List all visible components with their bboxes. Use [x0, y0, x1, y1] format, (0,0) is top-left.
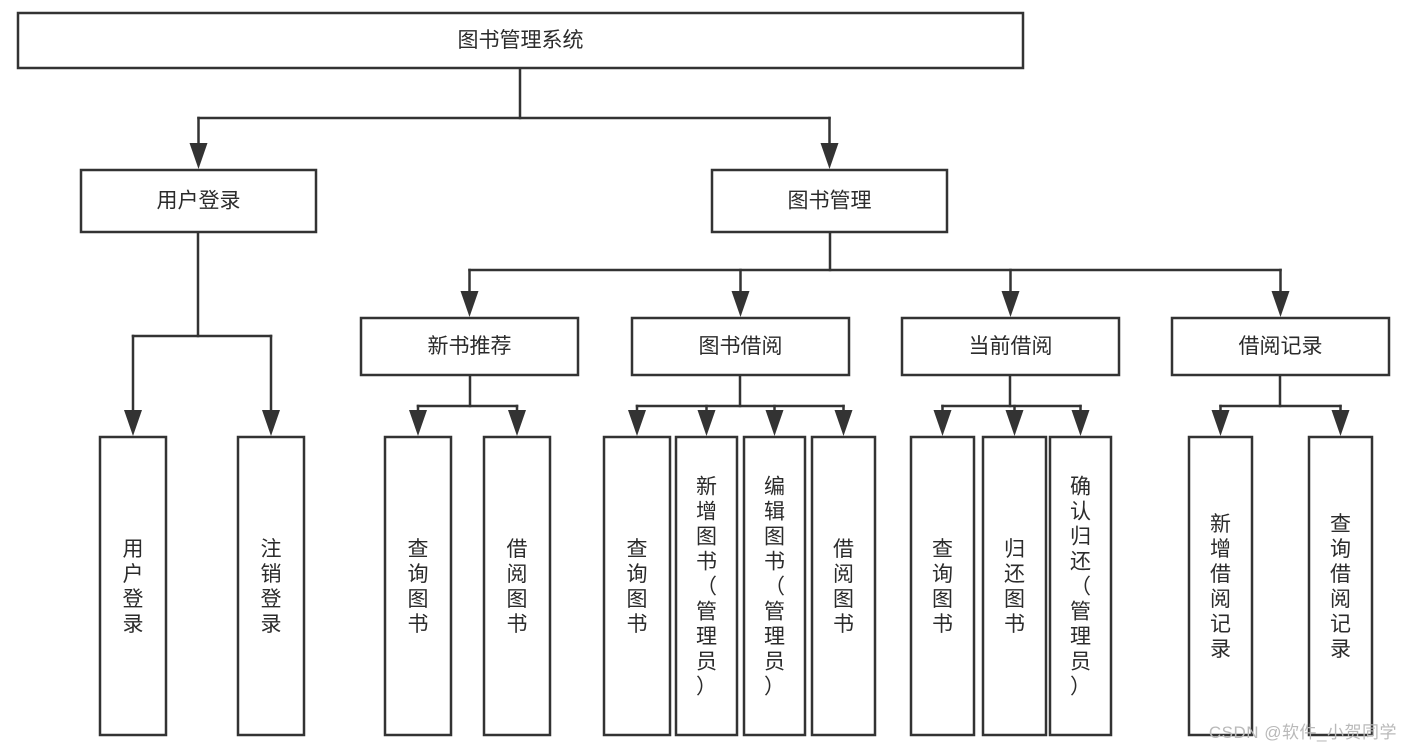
- node-label: 图书借阅: [699, 335, 783, 358]
- node-box[interactable]: [810, 435, 877, 737]
- node-label: 图书管理: [788, 190, 872, 213]
- node-box[interactable]: [236, 435, 306, 737]
- node-leaf-query-book-2[interactable]: 查询图书: [602, 435, 672, 737]
- node-label: 查询图书: [408, 538, 429, 636]
- node-label: 查询图书: [627, 538, 648, 636]
- node-box[interactable]: [1187, 435, 1254, 737]
- node-box[interactable]: [1170, 316, 1391, 377]
- arrow-head-icon: [1071, 410, 1090, 436]
- arrow-head-icon: [1331, 410, 1350, 436]
- arrow-head-icon: [697, 410, 716, 436]
- arrow-head-icon: [124, 410, 142, 436]
- node-box[interactable]: [602, 435, 672, 737]
- node-leaf-add-book[interactable]: 新增图书（管理员）: [674, 435, 739, 737]
- node-box[interactable]: [383, 435, 453, 737]
- node-box[interactable]: [742, 435, 807, 737]
- arrow-head-icon: [628, 410, 646, 436]
- connector-group-bookmgmt: [460, 230, 1290, 317]
- node-label: 借阅图书: [507, 538, 528, 636]
- node-label: 新书推荐: [428, 335, 512, 358]
- arrow-head-icon: [1211, 410, 1230, 436]
- connector-group-newbook: [409, 373, 526, 436]
- node-root[interactable]: 图书管理系统: [16, 11, 1025, 70]
- node-label: 确认归还（管理员）: [1070, 476, 1091, 699]
- node-label: 借阅记录: [1239, 335, 1323, 358]
- arrow-head-icon: [189, 143, 208, 169]
- node-label: 当前借阅: [969, 335, 1053, 358]
- node-newbook[interactable]: 新书推荐: [359, 316, 580, 377]
- connector-group-root: [189, 66, 839, 169]
- csdn-watermark: CSDN @软件_小贺同学: [1208, 723, 1397, 742]
- arrow-head-icon: [1001, 291, 1020, 317]
- node-box[interactable]: [981, 435, 1048, 737]
- node-box[interactable]: [909, 435, 976, 737]
- arrow-head-icon: [731, 291, 750, 317]
- connector-layer: [124, 66, 1350, 436]
- node-login[interactable]: 用户登录: [79, 168, 318, 234]
- node-label: 查询图书: [932, 538, 953, 636]
- arrow-head-icon: [820, 143, 839, 169]
- node-box[interactable]: [1048, 435, 1113, 737]
- node-leaf-user-login[interactable]: 用户登录: [98, 435, 168, 737]
- arrow-head-icon: [1005, 410, 1024, 436]
- node-box[interactable]: [630, 316, 851, 377]
- node-current[interactable]: 当前借阅: [900, 316, 1121, 377]
- node-leaf-add-record[interactable]: 新增借阅记录: [1187, 435, 1254, 737]
- arrow-head-icon: [1271, 291, 1290, 317]
- node-leaf-query-book-3[interactable]: 查询图书: [909, 435, 976, 737]
- node-box[interactable]: [98, 435, 168, 737]
- arrow-head-icon: [765, 410, 784, 436]
- node-leaf-return-book[interactable]: 归还图书: [981, 435, 1048, 737]
- node-leaf-confirm-return[interactable]: 确认归还（管理员）: [1048, 435, 1113, 737]
- connector-group-login: [124, 230, 280, 436]
- arrow-head-icon: [460, 291, 479, 317]
- node-label: 注销登录: [261, 538, 282, 636]
- node-box[interactable]: [674, 435, 739, 737]
- node-box[interactable]: [710, 168, 949, 234]
- node-bookmgmt[interactable]: 图书管理: [710, 168, 949, 234]
- arrow-head-icon: [834, 410, 853, 436]
- node-label: 图书管理系统: [458, 29, 584, 52]
- arrow-head-icon: [508, 410, 526, 436]
- arrow-head-icon: [933, 410, 952, 436]
- node-box[interactable]: [1307, 435, 1374, 737]
- arrow-head-icon: [409, 410, 427, 436]
- connector-group-current: [933, 373, 1090, 436]
- node-leaf-query-record[interactable]: 查询借阅记录: [1307, 435, 1374, 737]
- node-box[interactable]: [900, 316, 1121, 377]
- arrow-head-icon: [262, 410, 280, 436]
- node-label: 新增图书（管理员）: [696, 476, 717, 699]
- node-leaf-borrow-book-1[interactable]: 借阅图书: [482, 435, 552, 737]
- node-label: 用户登录: [123, 538, 144, 636]
- node-borrow[interactable]: 图书借阅: [630, 316, 851, 377]
- node-leaf-query-book-1[interactable]: 查询图书: [383, 435, 453, 737]
- node-leaf-user-logout[interactable]: 注销登录: [236, 435, 306, 737]
- connector-group-record: [1211, 373, 1350, 436]
- node-box[interactable]: [16, 11, 1025, 70]
- node-layer: 图书管理系统用户登录图书管理新书推荐图书借阅当前借阅借阅记录用户登录注销登录查询…: [16, 11, 1391, 737]
- node-leaf-edit-book[interactable]: 编辑图书（管理员）: [742, 435, 807, 737]
- node-label: 借阅图书: [833, 538, 854, 636]
- node-label: 新增借阅记录: [1210, 513, 1231, 661]
- node-label: 归还图书: [1004, 538, 1025, 636]
- node-label: 编辑图书（管理员）: [764, 476, 785, 699]
- connector-group-borrow: [628, 373, 853, 436]
- node-box[interactable]: [359, 316, 580, 377]
- node-box[interactable]: [482, 435, 552, 737]
- node-label: 用户登录: [157, 190, 241, 213]
- node-label: 查询借阅记录: [1330, 513, 1351, 661]
- node-record[interactable]: 借阅记录: [1170, 316, 1391, 377]
- node-leaf-borrow-book-2[interactable]: 借阅图书: [810, 435, 877, 737]
- node-box[interactable]: [79, 168, 318, 234]
